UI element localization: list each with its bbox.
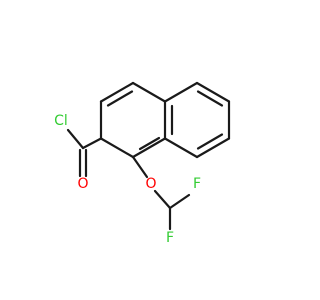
bond (131, 81, 167, 103)
difluoromethoxy-group (131, 155, 191, 231)
carbonyl-oxygen-label: O (77, 176, 88, 192)
bond (131, 137, 167, 159)
fluorine-bottom-label: F (166, 230, 174, 246)
bond-double-inner (196, 90, 224, 107)
bond (81, 137, 103, 150)
bond (163, 137, 199, 159)
ether-oxygen-label: O (145, 176, 156, 192)
bond-double-inner (196, 133, 224, 150)
fluorine-top-label: F (193, 176, 201, 192)
bond-double-inner (138, 136, 161, 151)
chemical-structure: Cl O O F F (0, 0, 300, 300)
acyl-chloride-group (66, 128, 103, 178)
background (0, 0, 300, 300)
bond (195, 137, 231, 159)
bond (153, 189, 172, 210)
bond (163, 81, 199, 103)
bond (99, 137, 135, 159)
bond (168, 193, 191, 210)
bond (99, 81, 135, 103)
bond (131, 155, 149, 179)
chlorine-label: Cl (54, 113, 68, 129)
bond (66, 128, 85, 150)
molecule-diagram: Cl O O F F (0, 0, 300, 300)
naphthalene-core (99, 81, 231, 159)
bond-double-inner (106, 90, 134, 107)
bond (195, 81, 231, 103)
